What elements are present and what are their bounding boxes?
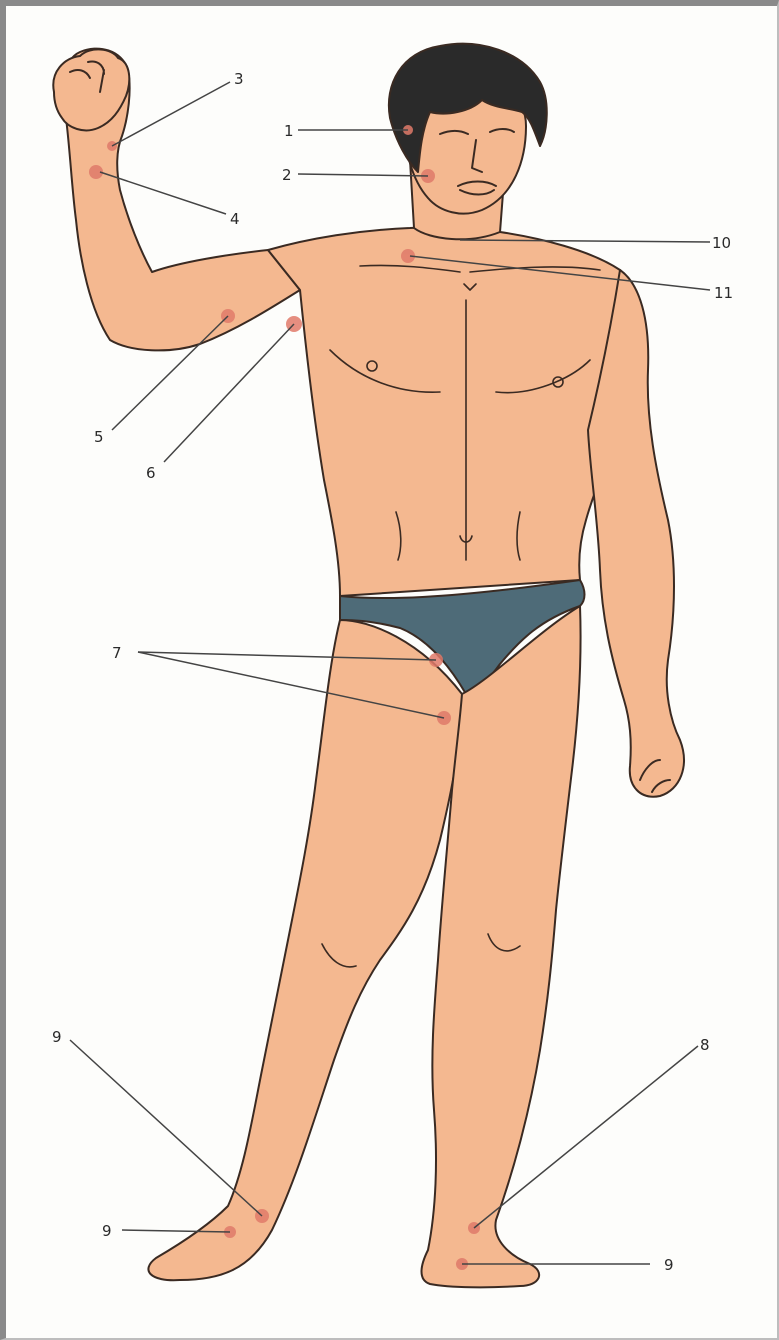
label-1: 1 xyxy=(284,122,294,140)
label-9-top: 9 xyxy=(52,1028,62,1046)
torso xyxy=(268,227,642,596)
label-8: 8 xyxy=(700,1036,710,1054)
label-3: 3 xyxy=(234,70,244,88)
label-10: 10 xyxy=(712,234,731,252)
label-2: 2 xyxy=(282,166,292,184)
label-9-right: 9 xyxy=(664,1256,674,1274)
label-11: 11 xyxy=(714,284,733,302)
label-4: 4 xyxy=(230,210,240,228)
label-5: 5 xyxy=(94,428,104,446)
label-6: 6 xyxy=(146,464,156,482)
label-9-left: 9 xyxy=(102,1222,112,1240)
label-7: 7 xyxy=(112,644,122,662)
left-leg xyxy=(148,620,462,1280)
